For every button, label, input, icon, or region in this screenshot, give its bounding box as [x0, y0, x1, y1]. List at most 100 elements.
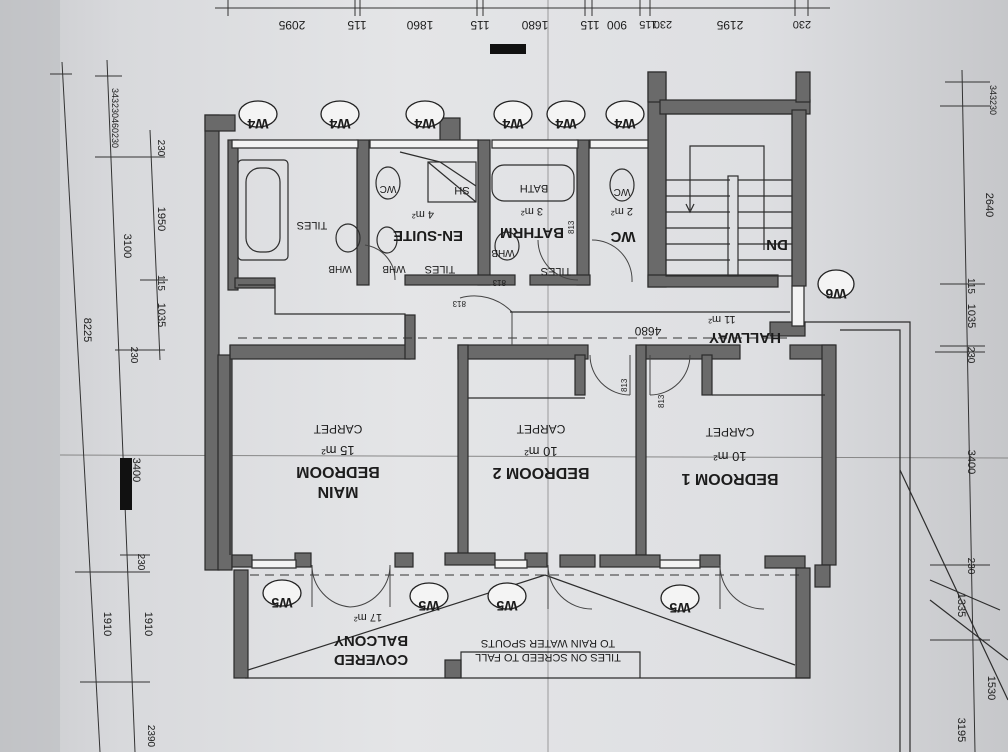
dim-left-g: 1910 [101, 612, 113, 636]
dim-left-d: 230 [128, 347, 139, 364]
scale-mark-top [490, 44, 526, 54]
hallway-area: 11 m² [708, 313, 736, 325]
bedroom2-area: 10 m² [524, 444, 558, 459]
paper-shadow [0, 0, 60, 752]
svg-text:W4: W4 [247, 116, 268, 132]
bathrm-whb: WHB [491, 247, 515, 258]
wc-area: 2 m² [611, 205, 633, 217]
basin-ensuite [376, 226, 398, 254]
window-tag-w5-2: W5 [409, 582, 449, 614]
scale-mark-left [120, 458, 132, 510]
door-width-2: 813 [567, 220, 576, 234]
dim-top-7: 900 [607, 18, 627, 32]
dim-left-stack: 343230460230 [110, 88, 120, 148]
room-hallway: HALLWAY 4680 11 m² [510, 311, 790, 346]
dim-left-a: 1950 [155, 207, 167, 231]
door-width-4: 813 [657, 394, 666, 408]
wc-wc: WC [614, 186, 631, 197]
shower-tray [427, 161, 477, 203]
dim-left-mid: 3100 [121, 234, 133, 258]
window-tag-w4-2: W4 [320, 100, 360, 132]
dim-right-c: 115 [965, 278, 976, 294]
bathrm-floor: TILES [541, 265, 572, 277]
dim-right-e: 230 [965, 347, 976, 364]
svg-text:W4: W4 [614, 116, 635, 132]
wc-bowl [609, 168, 635, 202]
ensuite-name: EN-SUITE [393, 227, 463, 244]
svg-text:W6: W6 [825, 286, 846, 302]
room-outlines [229, 284, 825, 679]
basin-bathrm [494, 231, 520, 261]
bedroom2-floor: CARPET [516, 422, 565, 436]
balcony-line2: BALCONY [334, 632, 408, 649]
dim-top-10: 2195 [716, 18, 743, 32]
bathtub-main [237, 159, 289, 261]
balcony-note2: TO RAIN WATER SPOUTS [481, 637, 615, 649]
bedroom2-name: BEDROOM 2 [492, 464, 589, 481]
window-strips [231, 139, 805, 569]
dim-left-h: 1910 [142, 612, 154, 636]
dim-top-2: 115 [347, 18, 366, 32]
room-covered-balcony: COVERED BALCONY 17 m² TILES ON SCREED TO… [334, 611, 621, 668]
room-wc: WC 2 m² WC [610, 186, 635, 245]
main-bath-whb: WHB [328, 263, 352, 274]
walls [204, 71, 837, 679]
main-bedroom-line1: MAIN [318, 483, 359, 500]
main-bedroom-floor: CARPET [313, 422, 362, 436]
dim-top-8: 115 [639, 18, 657, 30]
main-bedroom-area: 15 m² [321, 443, 355, 458]
window-tag-w4-1: W4 [238, 100, 278, 132]
door-width-1: 813 [452, 299, 466, 308]
bathrm-bath: BATH [520, 182, 549, 194]
dim-left-f: 230 [135, 554, 146, 571]
window-tag-w5-4: W5 [660, 584, 700, 616]
room-main-bedroom: MAIN BEDROOM 15 m² CARPET [296, 422, 380, 500]
ensuite-floor: TILES [425, 263, 456, 275]
doors [311, 151, 765, 610]
door-width-3: 813 [620, 378, 629, 392]
bedroom1-area: 10 m² [713, 449, 747, 464]
dim-top-6: 115 [580, 18, 599, 32]
dim-top-1: 2095 [278, 18, 305, 32]
wc-name: WC [610, 228, 635, 245]
svg-text:W5: W5 [669, 600, 690, 616]
svg-text:W4: W4 [329, 116, 350, 132]
bathtub-main-inner [245, 167, 281, 253]
dim-left-c: 1035 [155, 303, 167, 327]
bedroom1-floor: CARPET [705, 425, 754, 439]
balcony-line1: COVERED [334, 651, 408, 668]
main-bedroom-line2: BEDROOM [296, 463, 380, 480]
site-boundary [800, 321, 1008, 752]
bedroom1-name: BEDROOM 1 [681, 470, 778, 487]
window-tag-w5-3: W5 [487, 582, 527, 614]
dim-top-11: 230 [793, 18, 811, 30]
svg-text:W5: W5 [271, 595, 292, 611]
svg-text:W5: W5 [496, 598, 517, 614]
ensuite-whb: WHB [382, 263, 406, 274]
basin-main [335, 223, 361, 253]
dim-top-5: 1680 [521, 18, 548, 32]
dim-right-j: 3195 [955, 718, 967, 742]
room-bedroom-2: BEDROOM 2 10 m² CARPET [492, 422, 589, 481]
hallway-dim: 4680 [634, 324, 661, 338]
window-tag-w6: W6 [817, 269, 855, 302]
window-tags: W4 W4 W4 W4 W4 W4 W5 W5 W5 W5 W6 [238, 100, 855, 616]
window-tag-w4-3: W4 [405, 100, 445, 132]
dim-right-f: 3400 [965, 450, 977, 474]
room-bedroom-1: BEDROOM 1 10 m² CARPET [681, 425, 778, 487]
dim-top-3: 1860 [406, 18, 433, 32]
dim-right-i: 1530 [985, 676, 997, 700]
balcony-area: 17 m² [354, 611, 382, 623]
left-dimensions: 8225 3100 1950 115 1035 230 3400 230 191… [50, 59, 168, 752]
fixtures [237, 159, 635, 261]
room-bathrm: BATHRM 3 m² BATH TILES WHB [491, 182, 571, 277]
balcony-note1: TILES ON SCREED TO FALL [475, 651, 621, 663]
stair-label: DN [766, 236, 788, 253]
door-width-labels: 813 813 813 813 813 [452, 220, 666, 408]
dim-right-d: 1035 [965, 304, 977, 328]
svg-text:W5: W5 [418, 598, 439, 614]
dim-left-i: 230 [155, 140, 166, 157]
dim-top-4: 115 [470, 18, 489, 32]
dim-right-g: 230 [965, 558, 976, 575]
